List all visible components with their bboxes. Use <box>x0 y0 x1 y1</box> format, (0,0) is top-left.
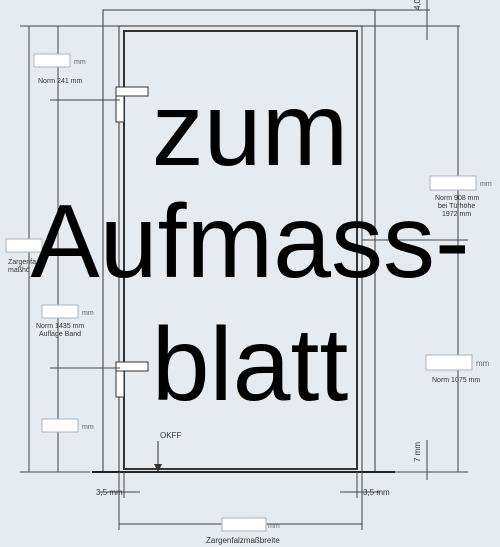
label-norm-1435-1: Norm 1435 mm <box>36 323 84 330</box>
label-zargenfalz: Zargenfalzmaßbreite <box>206 536 280 545</box>
label-norm-908-2: bei Türhöhe <box>438 203 475 210</box>
label-zargen-left-2: maßhö <box>8 267 30 274</box>
label-zargen-left-1: Zargenfa <box>8 259 36 266</box>
unit-bottom-left: mm <box>82 424 94 431</box>
hinge-bottom <box>115 361 149 372</box>
input-zargenhoehe[interactable] <box>5 238 43 253</box>
overlay-line-3: blatt <box>151 307 349 423</box>
label-norm-908-1: Norm 908 mm <box>435 195 480 202</box>
input-norm-1435[interactable] <box>41 304 79 319</box>
input-bottom-left[interactable] <box>41 418 79 433</box>
unit-norm-1075: mm <box>476 359 490 368</box>
label-norm-908-3: 1972 mm <box>442 211 471 218</box>
hinge-top-body <box>115 95 125 123</box>
unit-norm-908: mm <box>480 181 492 188</box>
label-norm-1435-2: Auflage Band <box>39 331 81 338</box>
okff-arrowhead <box>154 464 162 472</box>
input-norm-1075[interactable] <box>425 354 473 371</box>
door-leaf <box>123 30 358 470</box>
label-right-35: 3,5 mm <box>363 488 390 497</box>
unit-width: mm <box>268 523 280 530</box>
label-left-35: 3,5 mm <box>96 488 123 497</box>
input-width[interactable] <box>221 517 267 532</box>
label-norm-241: Norm 241 mm <box>38 78 83 85</box>
unit-norm-1435: mm <box>82 310 94 317</box>
label-norm-1075: Norm 1075 mm <box>432 377 480 384</box>
hinge-top <box>115 86 149 97</box>
input-norm-241[interactable] <box>33 53 71 68</box>
label-okff: OKFF <box>160 431 181 440</box>
hinge-bottom-body <box>115 370 125 398</box>
input-norm-908[interactable] <box>429 175 477 191</box>
label-top-gap: 4,0 mm <box>413 0 422 10</box>
overlay-line-2: Aufmass- <box>30 184 470 300</box>
unit-norm-241: mm <box>74 59 86 66</box>
overlay-line-1: zum <box>151 72 349 188</box>
label-bottom-7: 7 mm <box>413 442 422 462</box>
